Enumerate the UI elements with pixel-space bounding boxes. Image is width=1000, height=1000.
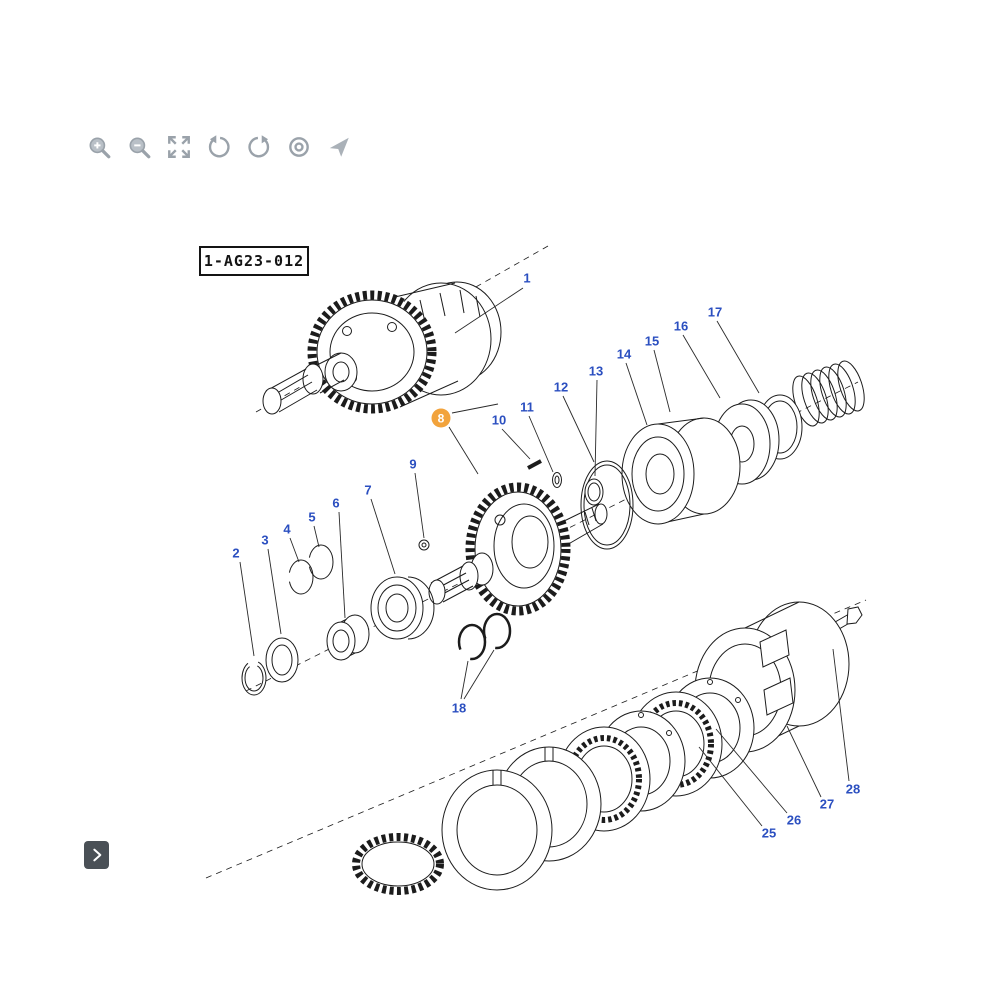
part-11-washer: [552, 472, 562, 488]
retainer-rings: [441, 746, 602, 891]
parts-14-15-drum: [621, 417, 741, 525]
part-label-7[interactable]: 7: [364, 482, 372, 498]
part-label-12[interactable]: 12: [553, 379, 569, 395]
zoom-in-button[interactable]: [82, 131, 115, 162]
diagram-reference-box: 1-AG23-012: [199, 246, 309, 276]
part-13-ring: [584, 478, 604, 506]
target-icon: [288, 136, 309, 157]
part-label-27[interactable]: 27: [819, 796, 835, 812]
part-2-snap-ring: [241, 660, 267, 696]
spring: [792, 360, 865, 427]
fullscreen-button[interactable]: [162, 131, 195, 162]
next-page-button[interactable]: [84, 841, 109, 869]
part-label-9[interactable]: 9: [409, 456, 417, 472]
clutch-plates: [557, 677, 755, 832]
part-label-10[interactable]: 10: [491, 412, 507, 428]
diagram-reference-label: 1-AG23-012: [203, 252, 305, 270]
leader-lines: [239, 287, 850, 827]
part-3-ring: [265, 637, 299, 683]
zoom-in-icon: [89, 137, 110, 158]
target-button[interactable]: [282, 131, 315, 162]
part-12-snap-ring: [580, 460, 634, 550]
part-label-1[interactable]: 1: [523, 270, 531, 286]
lower-gear: [352, 833, 444, 895]
part-label-28[interactable]: 28: [845, 781, 861, 797]
pan-button[interactable]: [322, 131, 355, 162]
part-6-sleeve: [326, 614, 370, 661]
part-label-6[interactable]: 6: [332, 495, 340, 511]
rotate-left-icon: [208, 134, 230, 157]
part-label-14[interactable]: 14: [616, 346, 632, 362]
zoom-out-icon: [129, 137, 150, 158]
rotate-left-button[interactable]: [202, 131, 235, 162]
chevron-right-icon: [92, 848, 101, 862]
zoom-out-button[interactable]: [122, 131, 155, 162]
part-10-pin: [527, 459, 542, 470]
part-8-gear-shaft: [428, 482, 608, 616]
part-label-3[interactable]: 3: [261, 532, 269, 548]
part-label-16[interactable]: 16: [673, 318, 689, 334]
part-label-4[interactable]: 4: [283, 521, 291, 537]
parts-4-5-circlips: [288, 544, 334, 595]
part-label-26[interactable]: 26: [786, 812, 802, 828]
part-9-screw: [418, 539, 430, 551]
part-18-snap-rings: [457, 612, 512, 661]
part-label-5[interactable]: 5: [308, 509, 316, 525]
part-label-25[interactable]: 25: [761, 825, 777, 841]
rotate-right-icon: [247, 134, 269, 157]
part-label-17[interactable]: 17: [707, 304, 723, 320]
part-label-13[interactable]: 13: [588, 363, 604, 379]
part-label-2[interactable]: 2: [232, 545, 240, 561]
part-7-bearing: [370, 576, 435, 640]
diagram-toolbar: [82, 131, 355, 162]
part-label-15[interactable]: 15: [644, 333, 660, 349]
fullscreen-icon: [167, 135, 190, 158]
pan-icon: [329, 137, 349, 157]
part-label-8[interactable]: 8: [431, 408, 451, 428]
rotate-right-button[interactable]: [242, 131, 275, 162]
part-label-11[interactable]: 11: [520, 399, 534, 415]
assembly-1: [262, 281, 502, 415]
part-label-18[interactable]: 18: [451, 700, 467, 716]
